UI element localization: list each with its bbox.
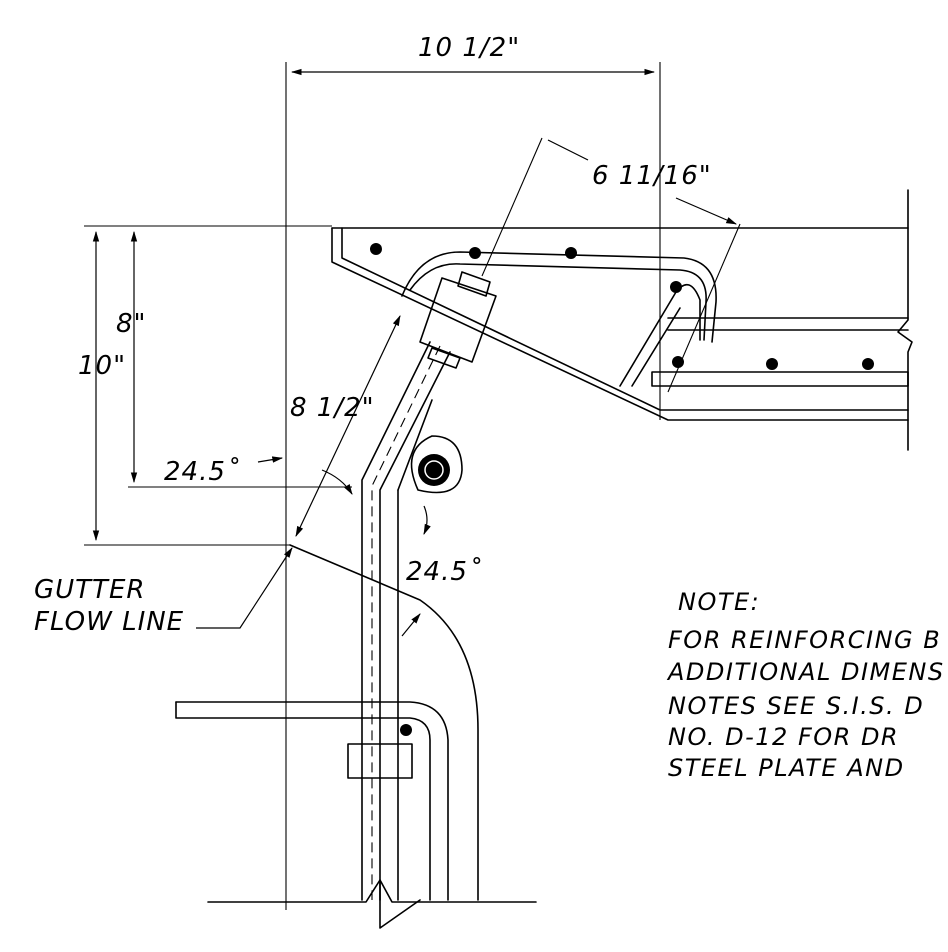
dim-diagonal: 6 11/16": [592, 161, 712, 191]
rebar-dot-3: [565, 247, 577, 259]
dim-angle-left: 24.5˚: [164, 457, 240, 487]
note-heading: NOTE:: [678, 588, 760, 616]
dim-height-inner: 8": [116, 309, 147, 339]
rebar-dot-5: [672, 356, 684, 368]
rebar-dot-6: [766, 358, 778, 370]
drain-pipe-core: [418, 454, 450, 486]
dim-slope-length: 8 1/2": [290, 393, 375, 423]
note-line-2: ADDITIONAL DIMENS: [666, 658, 945, 686]
rebar-dots: [370, 243, 874, 736]
dim-height-outer: 10": [78, 351, 126, 381]
dimension-lines: [84, 62, 741, 910]
note-block: NOTE: FOR REINFORCING B ADDITIONAL DIMEN…: [666, 588, 945, 782]
gutter-label-line1: GUTTER: [34, 575, 145, 605]
note-line-4: NO. D-12 FOR DR: [668, 723, 899, 751]
note-line-5: STEEL PLATE AND: [668, 754, 905, 782]
note-line-3: NOTES SEE S.I.S. D: [668, 692, 924, 720]
rebar-dot-4: [670, 281, 682, 293]
gutter-curb: [175, 544, 537, 929]
note-line-1: FOR REINFORCING B: [668, 626, 941, 654]
rebar-dot-8: [400, 724, 412, 736]
rebar-dot-1: [370, 243, 382, 255]
dim-angle-right: 24.5˚: [406, 557, 482, 587]
rebar-dot-7: [862, 358, 874, 370]
curb-outline: [331, 189, 913, 451]
drain-pipe: [410, 435, 463, 494]
gutter-label-line2: FLOW LINE: [34, 607, 184, 637]
deck-slab: [651, 317, 909, 387]
rebar-dot-2: [469, 247, 481, 259]
dim-top-width: 10 1/2": [418, 33, 520, 63]
